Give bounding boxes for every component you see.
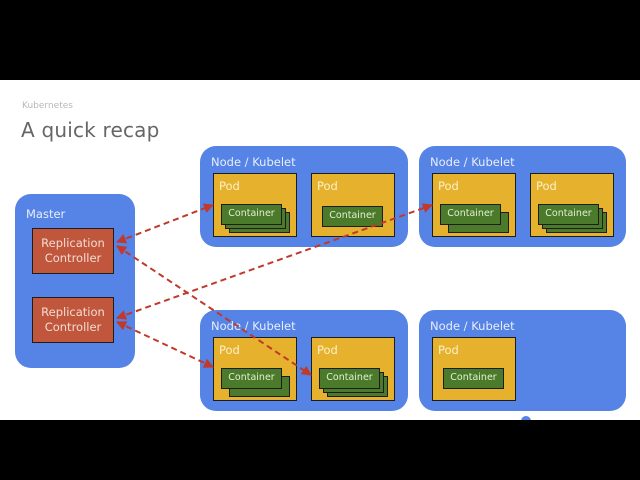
node-3: Node / Kubelet Pod Container Pod Contain…: [200, 310, 408, 411]
node-3-label: Node / Kubelet: [211, 319, 296, 333]
node-2: Node / Kubelet Pod Container Pod Contain…: [419, 146, 626, 247]
node-2-pod-1: Pod Container: [432, 173, 516, 237]
pod-label: Pod: [219, 179, 240, 193]
slide: Kubernetes A quick recap Master Replicat…: [0, 80, 640, 420]
node-3-pod-1: Pod Container: [213, 337, 297, 401]
pod-label: Pod: [219, 343, 240, 357]
master-label: Master: [26, 207, 66, 221]
node-4-pod-1: Pod Container: [432, 337, 516, 401]
node-4-label: Node / Kubelet: [430, 319, 515, 333]
container: Container: [440, 204, 501, 225]
rc-1-line2: Controller: [44, 251, 102, 265]
node-3-pod-2: Pod Container: [311, 337, 395, 401]
pod-label: Pod: [438, 179, 459, 193]
node-1: Node / Kubelet Pod Container Pod Contain…: [200, 146, 408, 247]
container: Container: [538, 204, 599, 225]
pod-label: Pod: [438, 343, 459, 357]
rc-2-line2: Controller: [44, 320, 102, 334]
node-1-pod-2: Pod Container: [311, 173, 395, 237]
node-1-label: Node / Kubelet: [211, 155, 296, 169]
pod-label: Pod: [536, 179, 557, 193]
pod-label: Pod: [317, 343, 338, 357]
rc-1-line1: Replication: [41, 236, 105, 250]
container: Container: [221, 368, 282, 389]
container: Container: [322, 206, 383, 227]
pod-label: Pod: [317, 179, 338, 193]
node-4: Node / Kubelet Pod Container: [419, 310, 626, 411]
slide-title: A quick recap: [21, 118, 160, 142]
node-2-pod-2: Pod Container: [530, 173, 614, 237]
node-2-label: Node / Kubelet: [430, 155, 515, 169]
logo-icon: [521, 416, 531, 420]
rc-2-line1: Replication: [41, 305, 105, 319]
container: Container: [319, 368, 380, 389]
slide-eyebrow: Kubernetes: [22, 101, 73, 111]
node-1-pod-1: Pod Container: [213, 173, 297, 237]
container: Container: [221, 204, 282, 225]
container: Container: [443, 368, 504, 389]
